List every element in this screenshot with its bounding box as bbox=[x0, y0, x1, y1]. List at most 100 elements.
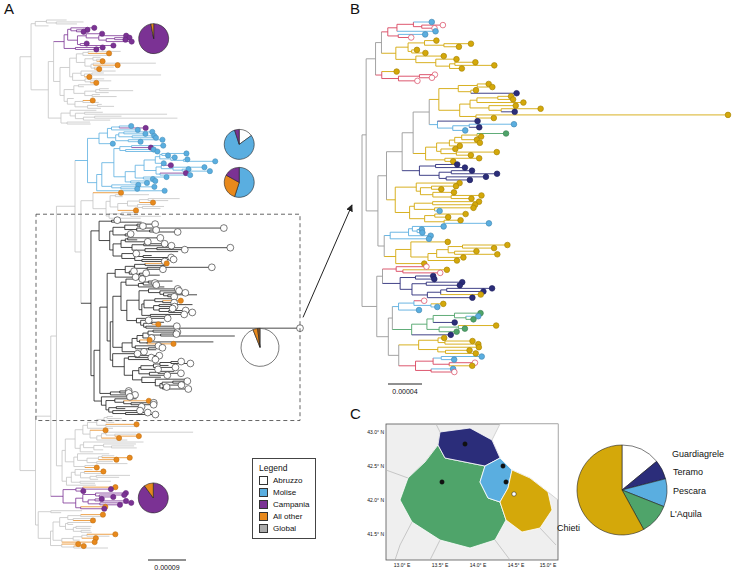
branch bbox=[125, 279, 126, 285]
tip-dot bbox=[473, 87, 479, 93]
tip-dot bbox=[471, 317, 477, 323]
branch bbox=[456, 152, 457, 155]
branch bbox=[113, 256, 122, 257]
pie-slice bbox=[258, 328, 260, 347]
branch bbox=[136, 228, 137, 231]
branch bbox=[63, 502, 76, 503]
branch bbox=[121, 240, 122, 247]
scale-label: 0.00009 bbox=[154, 564, 179, 572]
tip-dot bbox=[127, 393, 134, 400]
branch bbox=[100, 90, 134, 91]
branch bbox=[87, 422, 88, 428]
branch bbox=[106, 432, 193, 433]
tip-dot bbox=[416, 307, 422, 313]
branch bbox=[420, 188, 421, 195]
town-dot bbox=[501, 464, 505, 468]
branch bbox=[73, 531, 81, 532]
branch bbox=[113, 227, 125, 228]
tip-dot bbox=[429, 19, 435, 25]
branch bbox=[113, 296, 121, 297]
branch bbox=[458, 91, 471, 92]
branch bbox=[108, 408, 109, 412]
tip-dot bbox=[106, 51, 111, 56]
tip-dot bbox=[153, 227, 160, 234]
branch bbox=[90, 476, 96, 477]
tip-dot bbox=[161, 143, 166, 148]
branch bbox=[96, 475, 130, 476]
tip-dot bbox=[414, 47, 420, 53]
branch bbox=[82, 52, 83, 55]
branch bbox=[35, 25, 48, 26]
branch bbox=[445, 350, 446, 353]
branch bbox=[414, 305, 431, 306]
branch bbox=[64, 34, 68, 35]
branch bbox=[415, 276, 416, 279]
branch bbox=[100, 393, 111, 394]
branch bbox=[433, 315, 454, 316]
branch bbox=[80, 444, 83, 445]
branch bbox=[75, 161, 76, 252]
branch bbox=[93, 57, 101, 58]
branch bbox=[91, 375, 94, 376]
tip-dot bbox=[102, 506, 107, 511]
branch bbox=[412, 283, 426, 284]
tip-dot bbox=[491, 115, 497, 121]
branch bbox=[144, 307, 154, 308]
branch bbox=[381, 53, 395, 54]
branch bbox=[125, 229, 137, 230]
branch bbox=[99, 40, 106, 41]
branch bbox=[125, 266, 126, 272]
branch bbox=[395, 249, 396, 263]
branch bbox=[145, 248, 157, 249]
tip-dot bbox=[189, 309, 196, 316]
branch bbox=[96, 477, 119, 478]
branch bbox=[117, 204, 118, 211]
tip-dot bbox=[161, 240, 168, 247]
branch bbox=[441, 289, 447, 290]
branch bbox=[132, 244, 144, 245]
tip-dot bbox=[448, 332, 454, 338]
branch bbox=[426, 282, 462, 283]
tip-dot bbox=[434, 38, 440, 44]
branch bbox=[399, 344, 419, 345]
branch bbox=[141, 365, 154, 366]
branch bbox=[447, 288, 492, 289]
branch bbox=[83, 494, 96, 495]
branch bbox=[65, 523, 66, 529]
tip-dot bbox=[521, 100, 527, 106]
branch bbox=[397, 24, 413, 25]
branch bbox=[162, 153, 187, 154]
branch bbox=[104, 417, 107, 418]
branch bbox=[70, 110, 71, 116]
tip-dot bbox=[133, 208, 138, 213]
branch bbox=[81, 71, 82, 75]
tip-dot bbox=[495, 252, 501, 258]
branch bbox=[386, 152, 387, 200]
branch bbox=[420, 187, 431, 188]
legend-text: Global bbox=[273, 524, 296, 533]
branch bbox=[138, 284, 139, 287]
branch bbox=[124, 400, 149, 401]
branch bbox=[460, 116, 476, 117]
branch bbox=[75, 429, 83, 430]
branch bbox=[35, 21, 46, 22]
branch bbox=[448, 247, 449, 253]
branch bbox=[65, 439, 75, 440]
branch bbox=[427, 318, 433, 319]
branch bbox=[433, 322, 455, 323]
pie-mixed bbox=[224, 167, 254, 197]
town-dot bbox=[463, 442, 467, 446]
pie-label: Chieti bbox=[557, 524, 580, 534]
branch bbox=[426, 285, 460, 286]
branch bbox=[137, 231, 150, 232]
branch bbox=[85, 79, 86, 82]
branch bbox=[155, 379, 187, 380]
tip-dot bbox=[161, 161, 166, 166]
branch bbox=[409, 235, 431, 236]
tip-dot bbox=[220, 225, 227, 232]
branch bbox=[413, 26, 421, 27]
tip-dot bbox=[147, 337, 152, 342]
branch bbox=[426, 147, 437, 148]
branch bbox=[450, 63, 455, 64]
branch bbox=[110, 196, 111, 207]
